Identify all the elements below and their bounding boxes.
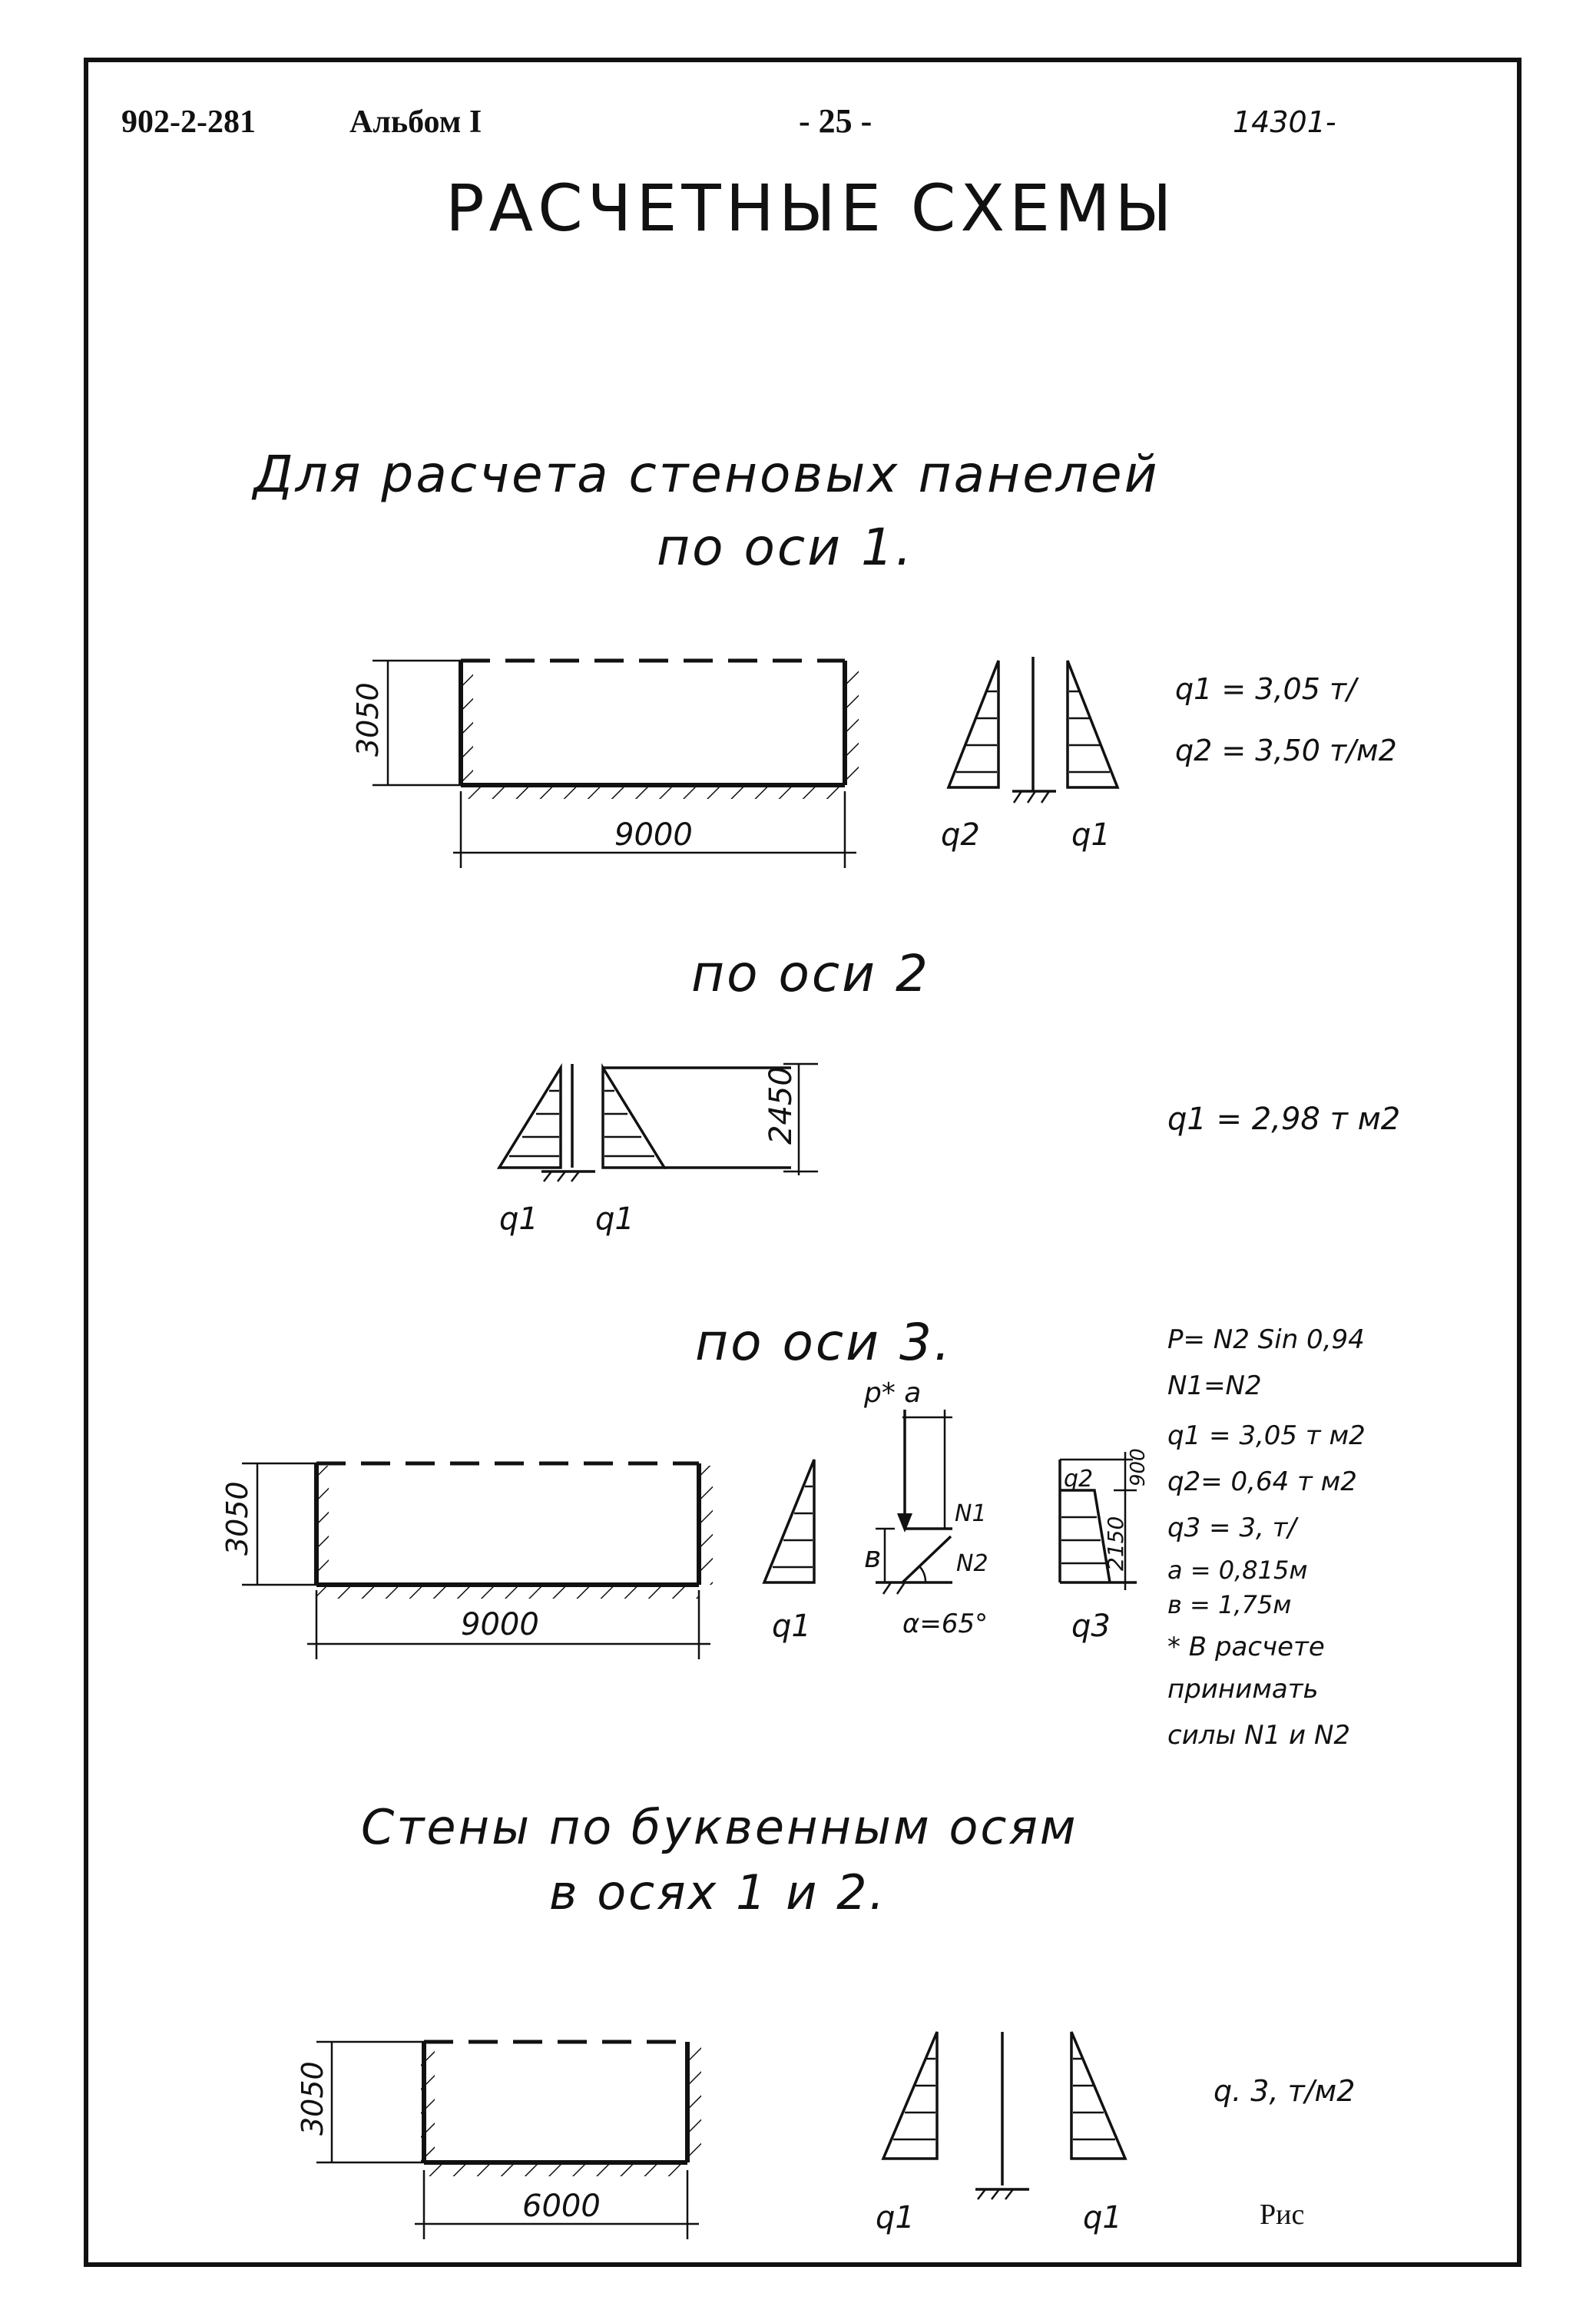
section3-force-p: p* a [863,1377,921,1409]
section3-dim-900: 900 [1127,1448,1150,1486]
section4-label-q1b: q1 [1083,2200,1122,2235]
section3-dim-2150: 2150 [1103,1516,1128,1571]
section1-dim-height: 3050 [351,682,385,757]
section3-load-triangle-q1 [762,1459,816,1584]
section3-force-n2: N2 [956,1550,988,1577]
section3-heading: по оси 3. [695,1313,952,1372]
section3-dim-height: 3050 [220,1481,254,1556]
section3-label-q3: q3 [1071,1609,1111,1644]
section1-heading-line1: Для расчета стеновых панелей [251,445,1159,504]
section2-dim-height: 2450 [763,1066,799,1145]
section3-angle: α=65° [902,1609,988,1639]
section3-force-n1: N1 [955,1500,987,1527]
section4-formula-1: q. 3, т/м2 [1214,2074,1355,2108]
section4-heading-line1: Стены по буквенным осям [361,1799,1078,1855]
section1-label-q1: q1 [1071,817,1111,853]
section1-formula-2: q2 = 3,50 т/м2 [1175,734,1397,767]
section1-heading-line2: по оси 1. [657,518,914,577]
section2-label-q1a: q1 [499,1201,538,1237]
note-line: q1 = 3,05 т м2 [1167,1420,1366,1451]
note-line: q2= 0,64 т м2 [1167,1466,1357,1497]
sheet-code: 902-2-281 [121,104,256,140]
page-title: РАСЧЕТНЫЕ СХЕМЫ [445,171,1177,246]
section3-label-b: в [864,1540,881,1574]
section4-label-q1a: q1 [876,2200,915,2235]
section1-load-diagram [946,657,1120,804]
section2-label-q1b: q1 [595,1201,634,1237]
section3-force-diagram [876,1410,952,1595]
album-label: Альбом I [349,104,482,140]
note-line: в = 1,75м [1167,1590,1291,1619]
note-line: q3 = 3, т/ [1167,1513,1299,1543]
section2-heading: по оси 2 [691,944,930,1003]
section4-dim-height: 3050 [296,2061,329,2136]
section4-dim-width: 6000 [522,2189,601,2224]
section4-load-diagram [881,2031,1127,2200]
section3-label-q2: q2 [1064,1466,1093,1493]
section2-load-diagram [496,1062,818,1182]
section3-load-trapezoid [1058,1452,1137,1590]
section1-dim-width: 9000 [614,817,693,853]
note-line: * В расчете [1167,1632,1325,1662]
section4-panel-scheme [316,2040,701,2239]
section3-label-q1: q1 [772,1609,811,1644]
section3-dim-width: 9000 [461,1607,539,1642]
section1-label-q2: q2 [941,817,980,853]
section1-formula-1: q1 = 3,05 т/ [1175,672,1359,706]
figure-caption: Рис [1260,2199,1304,2231]
note-line: силы N1 и N2 [1167,1720,1350,1751]
note-line: принимать [1167,1674,1319,1705]
section2-formula-1: q1 = 2,98 т м2 [1167,1102,1400,1137]
sheet-frame [84,58,1521,2267]
note-line: a = 0,815м [1167,1556,1308,1585]
section4-heading-line2: в осях 1 и 2. [549,1864,886,1920]
section3-notes: P= N2 Sin 0,94 N1=N2 q1 = 3,05 т м2 q2= … [1167,1324,1366,1751]
stamp-number: 14301- [1233,105,1336,139]
section1-panel-scheme [373,658,859,868]
note-line: N1=N2 [1167,1370,1262,1401]
section3-panel-scheme [242,1461,713,1659]
note-line: P= N2 Sin 0,94 [1167,1324,1365,1355]
page-number: - 25 - [799,102,872,140]
